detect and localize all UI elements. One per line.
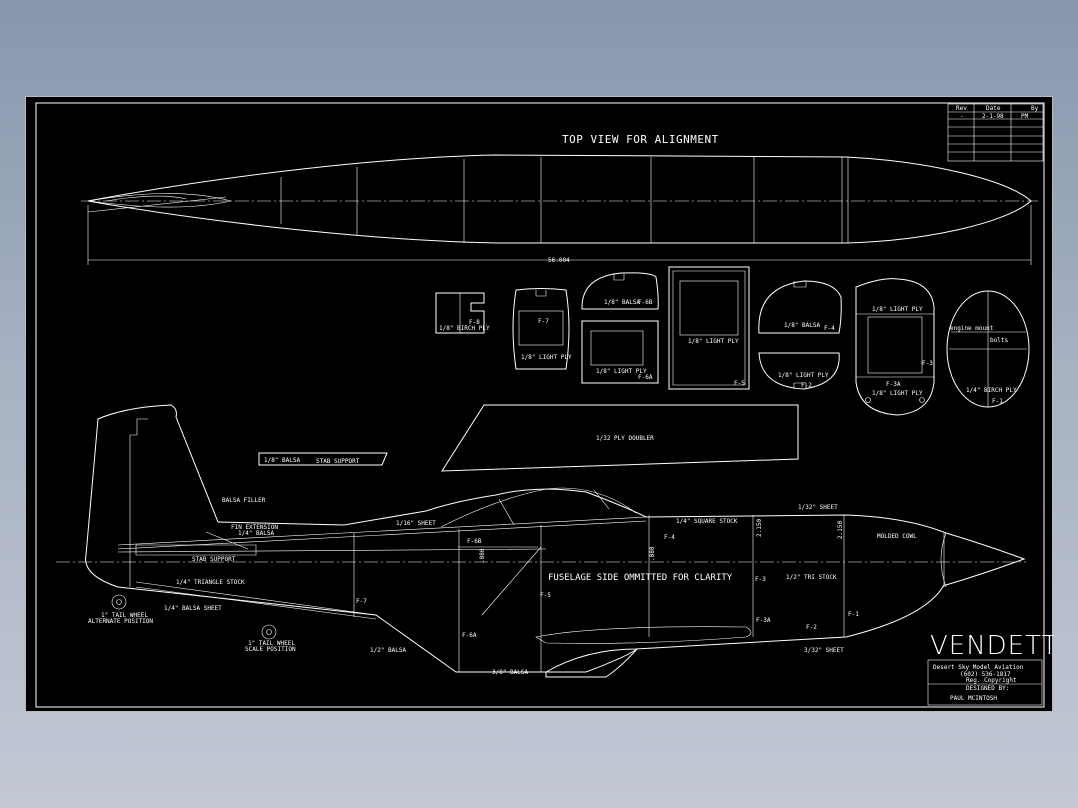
dim-1: .080: [479, 548, 486, 563]
f7-name: F-7: [538, 318, 549, 325]
side-f6b-label: F-6B: [467, 538, 482, 545]
dim-2: .080: [649, 546, 656, 561]
balsa-filler-label: BALSA FILLER: [222, 497, 266, 504]
f5-material: 1/8" LIGHT PLY: [688, 338, 739, 345]
former-f7: F-7 1/8" LIGHT PLY: [512, 288, 572, 370]
fin-extension-label: FIN EXTENSION: [231, 524, 278, 531]
side-f5-label: F-5: [540, 592, 551, 599]
by-value: PM: [1021, 113, 1029, 120]
former-f3: 1/8" LIGHT PLY F-3 F-3A 1/8" LIGHT PLY: [855, 278, 935, 416]
former-f4: 1/8" BALSA F-4: [758, 280, 842, 334]
f3-name: F-3: [922, 360, 933, 367]
date-header: Date: [986, 105, 1001, 112]
f3a-material: 1/8" LIGHT PLY: [872, 390, 923, 397]
date-value: 2-1-98: [982, 113, 1004, 120]
rev-value: -: [960, 113, 964, 120]
f1-name: F-1: [992, 398, 1003, 405]
rev-header: Rev: [956, 105, 967, 112]
top-view-title: TOP VIEW FOR ALIGNMENT: [562, 133, 719, 146]
f6a-name: F-6A: [638, 374, 653, 381]
f4-name: F-4: [824, 325, 835, 332]
plan-drawing: Rev Date By - 2-1-98 PM TOP VIEW FOR ALI…: [35, 102, 1054, 708]
f5-name: F-5: [734, 380, 745, 387]
plan-title: VENDETTA: [930, 631, 1054, 661]
f1-material: 1/4" BIRCH PLY: [966, 387, 1017, 394]
former-f5: 1/8" LIGHT PLY F-5: [668, 266, 750, 390]
f3a-name: F-3A: [886, 381, 901, 388]
side-view: BALSA FILLER FIN EXTENSION 1/4" BALSA ST…: [56, 404, 1026, 678]
former-f1: engine mount bolts 1/4" BIRCH PLY F-1: [946, 290, 1030, 408]
inner-border: [35, 102, 1045, 708]
ply-doubler: 1/32 PLY DOUBLER: [441, 404, 799, 472]
sheet-1-16-label: 1/16" SHEET: [396, 520, 436, 527]
f2-material: 1/8" LIGHT PLY: [778, 372, 829, 379]
tri-stock-label: 1/2" TRI STOCK: [786, 574, 837, 581]
doubler-label: 1/32 PLY DOUBLER: [596, 435, 654, 442]
sheet-1-32-label: 1/32" SHEET: [798, 504, 838, 511]
former-f8: F-8 1/8" BIRCH PLY: [435, 292, 490, 334]
triangle-stock-label: 1/4" TRIANGLE STOCK: [176, 579, 245, 586]
f4-material: 1/8" BALSA: [784, 322, 821, 329]
balsa-bottom-label: 3/8" BALSA: [492, 669, 529, 676]
sheet-3-32-label: 3/32" SHEET: [804, 647, 844, 654]
designed-by-label: DESIGNED BY:: [966, 685, 1009, 692]
molded-cowl-label: MOLDED COWL: [877, 533, 917, 540]
phone-note: Reg. Copyright: [966, 677, 1017, 684]
f8-name: F-8: [469, 319, 480, 326]
title-block: VENDETTA Desert Sky Model Aviation (602)…: [927, 631, 1054, 706]
balsa-sheet-label: 1/4" BALSA SHEET: [164, 605, 222, 612]
tail-wheel-scale-2: SCALE POSITION: [245, 646, 296, 653]
former-f6b: 1/8" BALSA F-6B: [581, 272, 659, 310]
side-f1-label: F-1: [848, 611, 859, 618]
stab-support-material: 1/8" BALSA: [264, 457, 301, 464]
side-f3-label: F-3: [755, 576, 766, 583]
stab-support-piece: 1/8" BALSA STAB SUPPORT: [258, 452, 388, 466]
side-f7-label: F-7: [356, 598, 367, 605]
tail-wheel-scale-1: 1" TAIL WHEEL: [248, 640, 295, 647]
f6b-name: F-6B: [638, 299, 653, 306]
former-f6a: 1/8" LIGHT PLY F-6A: [581, 320, 659, 384]
square-stock-label: 1/4" SQUARE STOCK: [676, 518, 738, 525]
f7-material: 1/8" LIGHT PLY: [521, 354, 572, 361]
fin-extension-material: 1/4" BALSA: [238, 530, 275, 537]
balsa-half-label: 1/2" BALSA: [370, 647, 407, 654]
stab-support-piece-label: STAB SUPPORT: [316, 458, 360, 465]
company-name: Desert Sky Model Aviation: [933, 664, 1024, 671]
former-f2: 1/8" LIGHT PLY F-2: [758, 352, 840, 390]
top-view-dimension: 56.004: [548, 257, 570, 264]
designer-name: PAUL MCINTOSH: [950, 695, 997, 702]
by-header: By: [1031, 105, 1039, 112]
side-f4-label: F-4: [664, 534, 675, 541]
revision-table: Rev Date By - 2-1-98 PM: [947, 103, 1044, 162]
f1-engine-mount: engine mount: [950, 325, 994, 332]
dim-3: 2.150: [756, 519, 763, 537]
f8-material: 1/8" BIRCH PLY: [439, 325, 490, 332]
side-f3a-label: F-3A: [756, 617, 771, 624]
omitted-note: FUSELAGE SIDE OMMITTED FOR CLARITY: [548, 573, 733, 583]
f3-material: 1/8" LIGHT PLY: [872, 306, 923, 313]
company-phone: (602) 536-1817: [960, 671, 1011, 678]
side-f2-label: F-2: [806, 624, 817, 631]
f1-bolts: bolts: [990, 337, 1008, 344]
top-view: TOP VIEW FOR ALIGNMENT 56.004: [81, 133, 1038, 265]
side-f6a-label: F-6A: [462, 632, 477, 639]
tail-wheel-alt-2: ALTERNATE POSITION: [88, 618, 153, 625]
f6b-material: 1/8" BALSA: [604, 299, 641, 306]
drawing-sheet: Rev Date By - 2-1-98 PM TOP VIEW FOR ALI…: [25, 96, 1054, 712]
tail-wheel-alt-1: 1" TAIL WHEEL: [101, 612, 148, 619]
dim-4: 2.150: [837, 521, 844, 539]
stab-support-label: STAB SUPPORT: [192, 556, 236, 563]
f6a-material: 1/8" LIGHT PLY: [596, 368, 647, 375]
f2-name: F-2: [801, 382, 812, 389]
